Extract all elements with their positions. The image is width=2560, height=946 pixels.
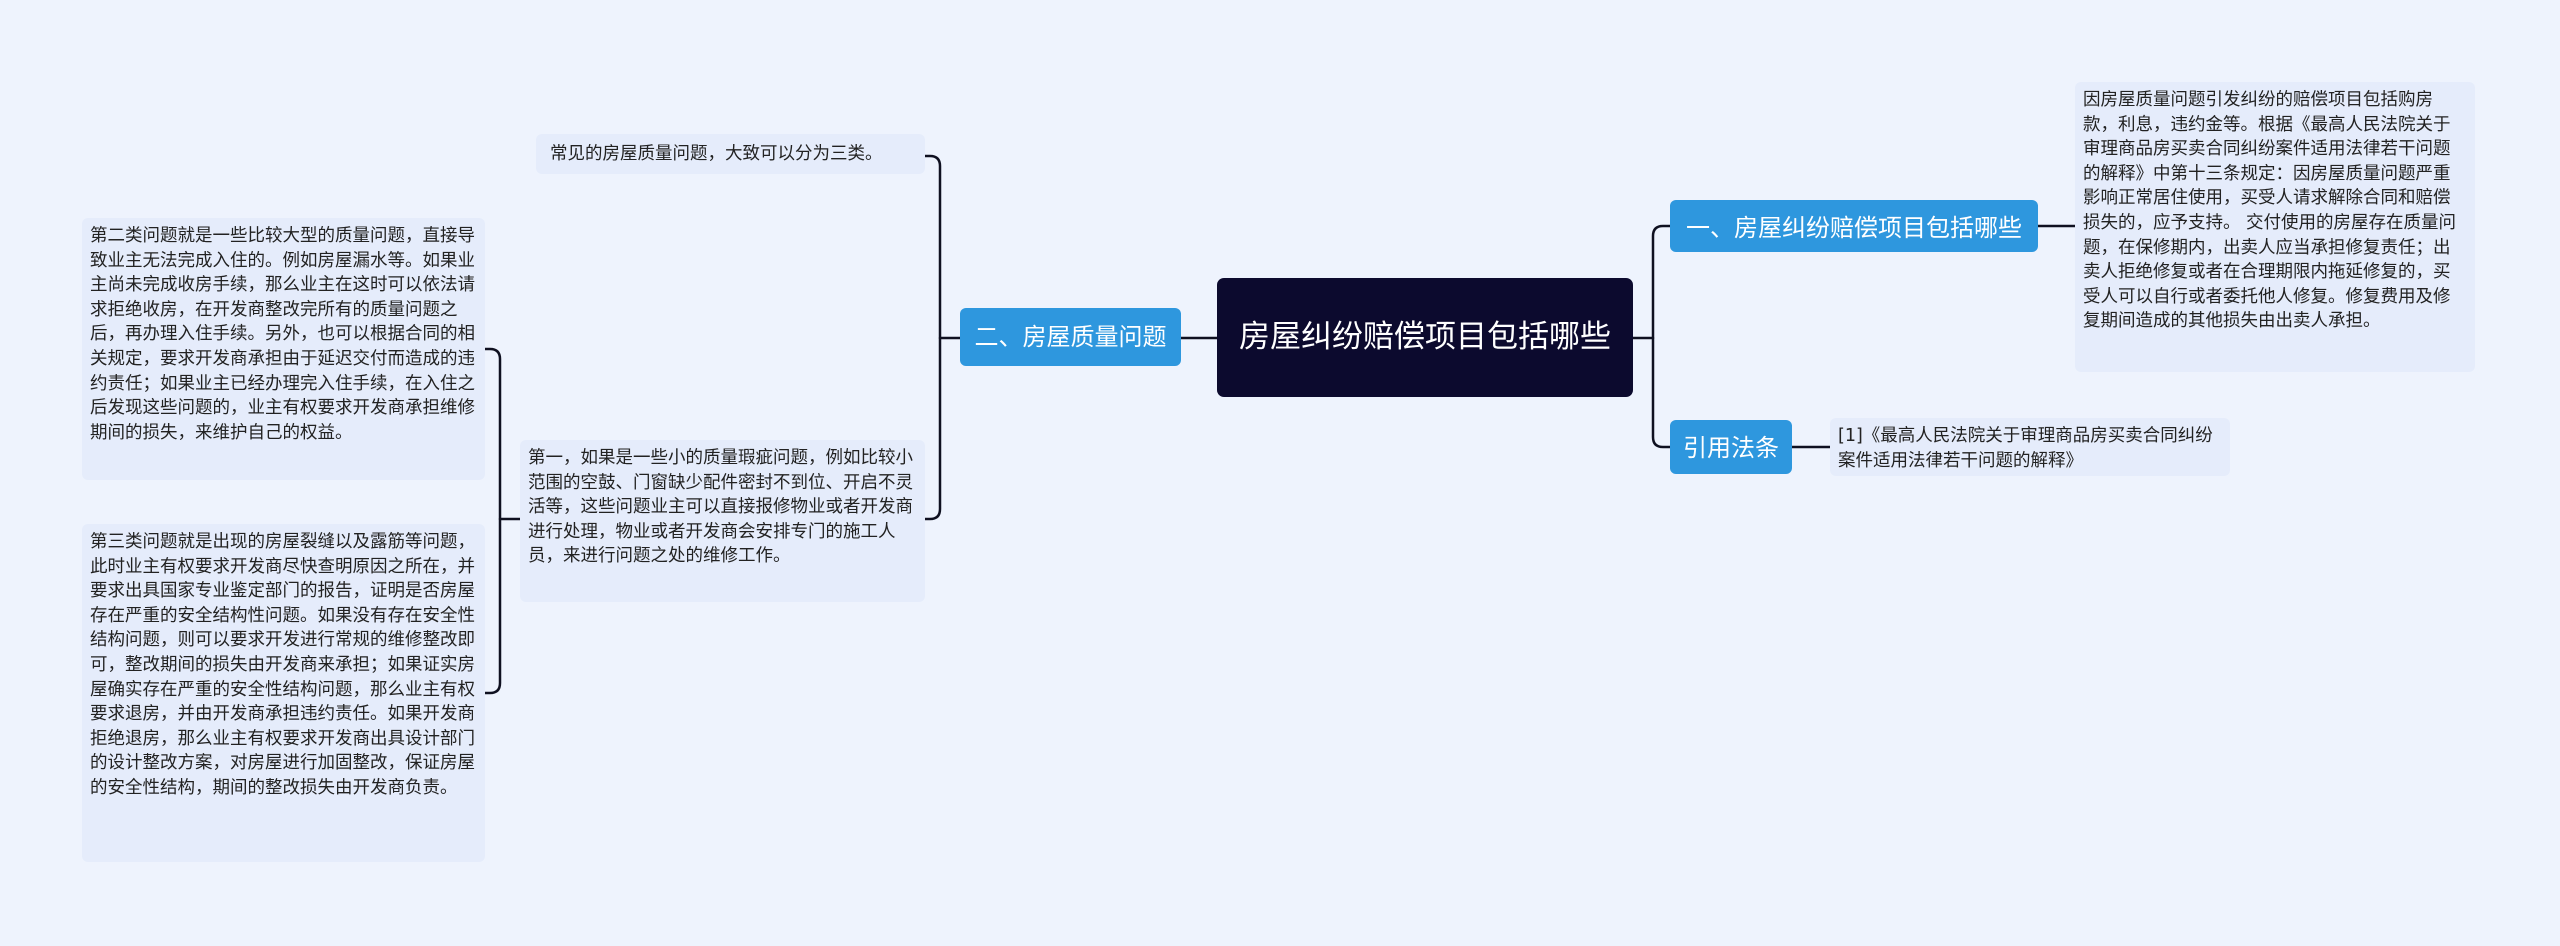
link-first-to-children [483, 347, 522, 521]
branch-cited-law[interactable]: 引用法条 [1670, 420, 1792, 474]
leaf-compensation-detail[interactable]: 因房屋质量问题引发纠纷的赔偿项目包括购房款，利息，违约金等。根据《最高人民法院关… [2075, 82, 2475, 372]
link-root-right-1 [1631, 224, 1672, 340]
branch-quality-issues-label: 二、房屋质量问题 [974, 323, 1167, 351]
leaf-compensation-detail-text: 因房屋质量问题引发纠纷的赔偿项目包括购房款，利息，违约金等。根据《最高人民法院关… [2083, 90, 2457, 332]
branch-quality-issues[interactable]: 二、房屋质量问题 [960, 308, 1181, 366]
leaf-quality-second[interactable]: 第二类问题就是一些比较大型的质量问题，直接导致业主无法完成入住的。例如房屋漏水等… [82, 218, 485, 480]
leaf-cited-law[interactable]: [1]《最高人民法院关于审理商品房买卖合同纠纷案件适用法律若干问题的解释》 [1830, 418, 2230, 476]
leaf-quality-third[interactable]: 第三类问题就是出现的房屋裂缝以及露筋等问题，此时业主有权要求开发商尽快查明原因之… [82, 524, 485, 862]
branch-compensation-items-label: 一、房屋纠纷赔偿项目包括哪些 [1686, 214, 2022, 242]
root-topic[interactable]: 房屋纠纷赔偿项目包括哪些 [1217, 278, 1633, 397]
leaf-quality-first[interactable]: 第一，如果是一些小的质量瑕疵问题，例如比较小范围的空鼓、门窗缺少配件密封不到位、… [520, 440, 925, 602]
root-topic-label: 房屋纠纷赔偿项目包括哪些 [1239, 319, 1611, 355]
leaf-quality-second-text: 第二类问题就是一些比较大型的质量问题，直接导致业主无法完成入住的。例如房屋漏水等… [90, 226, 475, 443]
leaf-quality-intro-text: 常见的房屋质量问题，大致可以分为三类。 [550, 144, 883, 164]
link-left-branch [923, 154, 962, 340]
link-left-branch-2 [923, 336, 942, 521]
link-first-to-children-2 [483, 517, 502, 695]
branch-compensation-items[interactable]: 一、房屋纠纷赔偿项目包括哪些 [1670, 200, 2038, 252]
leaf-cited-law-text: [1]《最高人民法院关于审理商品房买卖合同纠纷案件适用法律若干问题的解释》 [1838, 426, 2213, 471]
leaf-quality-first-text: 第一，如果是一些小的质量瑕疵问题，例如比较小范围的空鼓、门窗缺少配件密封不到位、… [528, 448, 913, 567]
link-root-right-2 [1651, 336, 1672, 449]
leaf-quality-third-text: 第三类问题就是出现的房屋裂缝以及露筋等问题，此时业主有权要求开发商尽快查明原因之… [90, 532, 475, 798]
leaf-quality-intro[interactable]: 常见的房屋质量问题，大致可以分为三类。 [536, 134, 925, 174]
branch-cited-law-label: 引用法条 [1683, 434, 1779, 462]
